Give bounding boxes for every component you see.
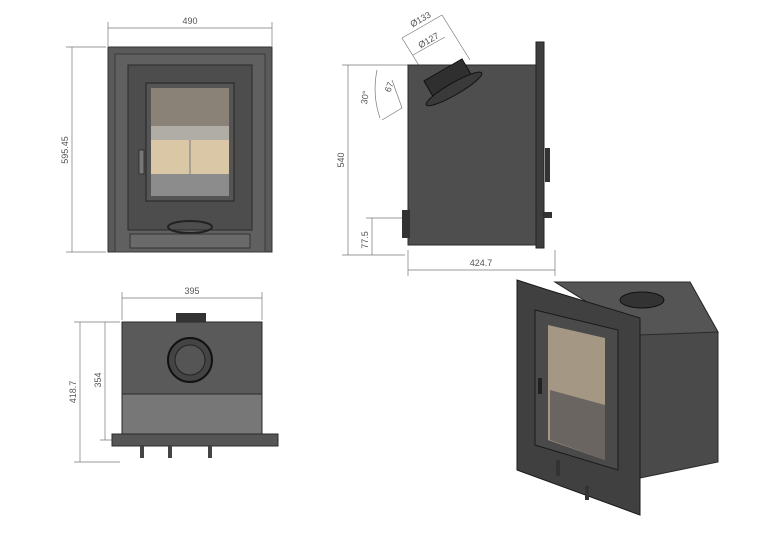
side-body: [407, 64, 541, 246]
flue-inner-label: Ø127: [416, 31, 440, 51]
flue-outlet-icon: [176, 313, 206, 322]
flue-outer-label: Ø133: [408, 10, 432, 30]
iso-door-handle-icon: [538, 378, 542, 394]
glass-window: [151, 88, 229, 126]
front-height-label: 595.45: [60, 136, 70, 164]
side-depth-label: 424.7: [470, 258, 493, 268]
front-width-label: 490: [182, 16, 197, 26]
side-height-label: 540: [336, 152, 346, 167]
top-view: 395 418.7 354: [68, 286, 279, 463]
angle-label: 30°: [359, 90, 371, 106]
overall-depth-label: 418.7: [68, 381, 78, 404]
isometric-view: [516, 279, 719, 516]
front-view: 490 595.45: [60, 16, 273, 253]
side-view: 540 77.5 424.7 30° 67 Ø133 Ø127: [336, 10, 556, 276]
air-inlet-icon: [402, 210, 410, 238]
base-plate: [111, 433, 279, 447]
flue-collar-icon: [423, 58, 483, 107]
body-depth-label: 354: [93, 372, 103, 387]
side-handle-icon: [545, 148, 550, 182]
iso-flue-icon: [619, 291, 665, 309]
ashpan-handle-icon: [167, 220, 213, 234]
door-handle-icon: [138, 149, 145, 175]
flue-offset-label: 67: [383, 81, 396, 94]
top-width-label: 395: [184, 286, 199, 296]
inlet-height-label: 77.5: [360, 231, 370, 249]
side-frame: [535, 41, 545, 249]
